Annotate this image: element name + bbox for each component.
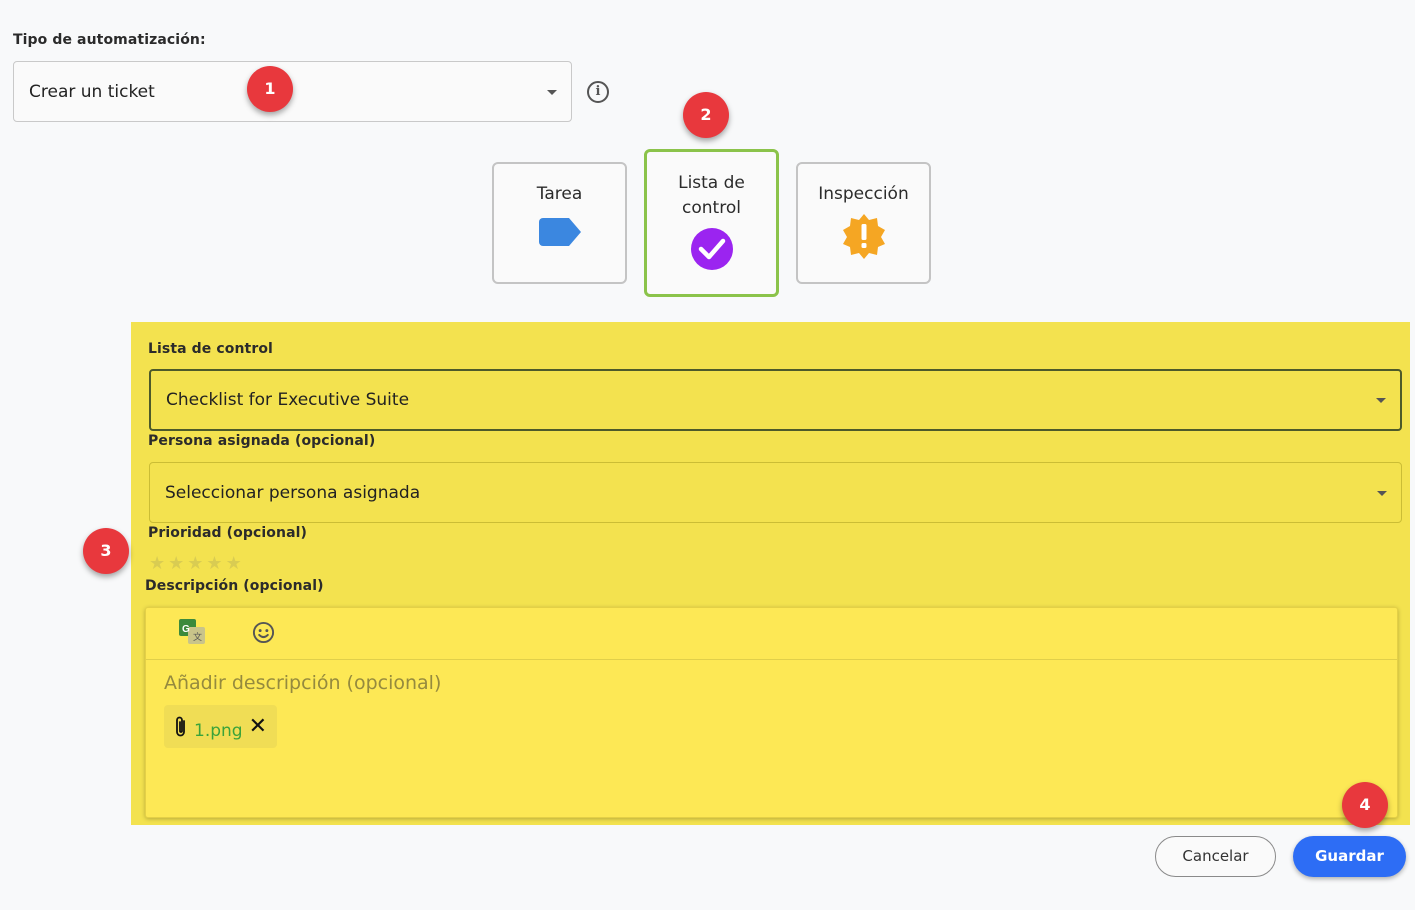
save-button[interactable]: Guardar (1293, 836, 1406, 877)
assignee-placeholder: Seleccionar persona asignada (165, 482, 421, 503)
chevron-down-icon (1377, 490, 1387, 496)
svg-text:G: G (182, 624, 190, 635)
cancel-button[interactable]: Cancelar (1155, 836, 1276, 877)
info-icon[interactable]: i (587, 81, 609, 103)
svg-text:文: 文 (193, 631, 202, 642)
star-icon[interactable]: ★ (187, 553, 204, 574)
star-icon[interactable]: ★ (225, 553, 242, 574)
chevron-down-icon (547, 89, 557, 95)
priority-stars: ★ ★ ★ ★ ★ (149, 553, 242, 574)
automation-type-label: Tipo de automatización: (13, 32, 206, 48)
type-card-label: Tarea (536, 184, 583, 204)
step-badge-4: 4 (1342, 782, 1388, 828)
attachment-name[interactable]: 1.png (194, 720, 243, 741)
emoji-icon[interactable] (252, 621, 275, 644)
star-icon[interactable]: ★ (149, 553, 166, 574)
step-badge-2: 2 (683, 92, 729, 138)
checklist-label: Lista de control (148, 341, 273, 357)
type-card-inspeccion[interactable]: Inspección (796, 162, 931, 284)
automation-type-select[interactable]: Crear un ticket (13, 61, 572, 122)
type-card-tarea[interactable]: Tarea (492, 162, 627, 284)
type-card-lista-de-control[interactable]: Lista de control (644, 149, 779, 297)
assignee-select[interactable]: Seleccionar persona asignada (149, 462, 1402, 523)
step-badge-3: 3 (83, 528, 129, 574)
description-placeholder: Añadir descripción (opcional) (164, 672, 442, 694)
assignee-label: Persona asignada (opcional) (148, 433, 376, 449)
star-icon[interactable]: ★ (168, 553, 185, 574)
checklist-value: Checklist for Executive Suite (166, 390, 410, 410)
alert-badge-icon (842, 214, 885, 259)
attachment-chip: 1.png ✕ (164, 705, 278, 748)
translate-icon[interactable]: G 文 (179, 619, 207, 645)
paperclip-icon (176, 716, 185, 736)
tag-icon (538, 218, 581, 246)
description-label: Descripción (opcional) (145, 578, 324, 594)
priority-label: Prioridad (opcional) (148, 525, 308, 541)
automation-type-value: Crear un ticket (29, 81, 155, 102)
step-badge-1: 1 (247, 66, 293, 112)
star-icon[interactable]: ★ (206, 553, 223, 574)
close-icon[interactable]: ✕ (248, 713, 268, 739)
editor-toolbar: G 文 (146, 608, 1397, 660)
type-card-label: Lista de control (678, 173, 745, 218)
type-card-label: Inspección (818, 184, 909, 204)
check-circle-icon (690, 228, 733, 270)
description-editor[interactable]: G 文 Añadir descripción (opcional) 1.png … (145, 607, 1398, 818)
chevron-down-icon (1376, 398, 1386, 403)
checklist-select[interactable]: Checklist for Executive Suite (149, 369, 1402, 431)
